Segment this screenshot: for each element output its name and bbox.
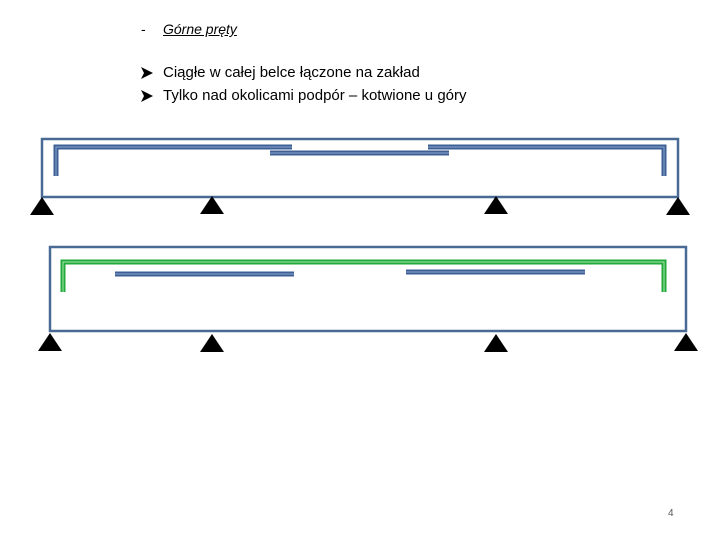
beam-2 [38,245,698,352]
support-icon [666,197,690,215]
support-icon [200,196,224,214]
list-dash: - [141,21,146,37]
section-heading: Górne pręty [163,21,237,37]
support-icon [38,333,62,351]
beam-outline [48,245,688,333]
support-icon [200,334,224,352]
beam-outline [40,137,680,199]
bullet-item: Ciągłe w całej belce łączone na zakład [140,64,420,81]
support-icon [484,196,508,214]
bullet-item: Tylko nad okolicami podpór – kotwione u … [140,87,467,104]
top-rebar-right [428,144,667,176]
support-icon [30,197,54,215]
support-icon [674,333,698,351]
bullet-text: Ciągłe w całej belce łączone na zakład [163,64,420,81]
top-rebar-continuous [60,259,667,292]
bullet-text: Tylko nad okolicami podpór – kotwione u … [163,87,467,104]
support-icon [484,334,508,352]
top-rebar-left [53,144,292,176]
arrow-bullet-icon [141,89,153,102]
arrow-bullet-icon [141,66,153,79]
beam-1 [30,137,690,215]
page-number: 4 [668,508,674,519]
